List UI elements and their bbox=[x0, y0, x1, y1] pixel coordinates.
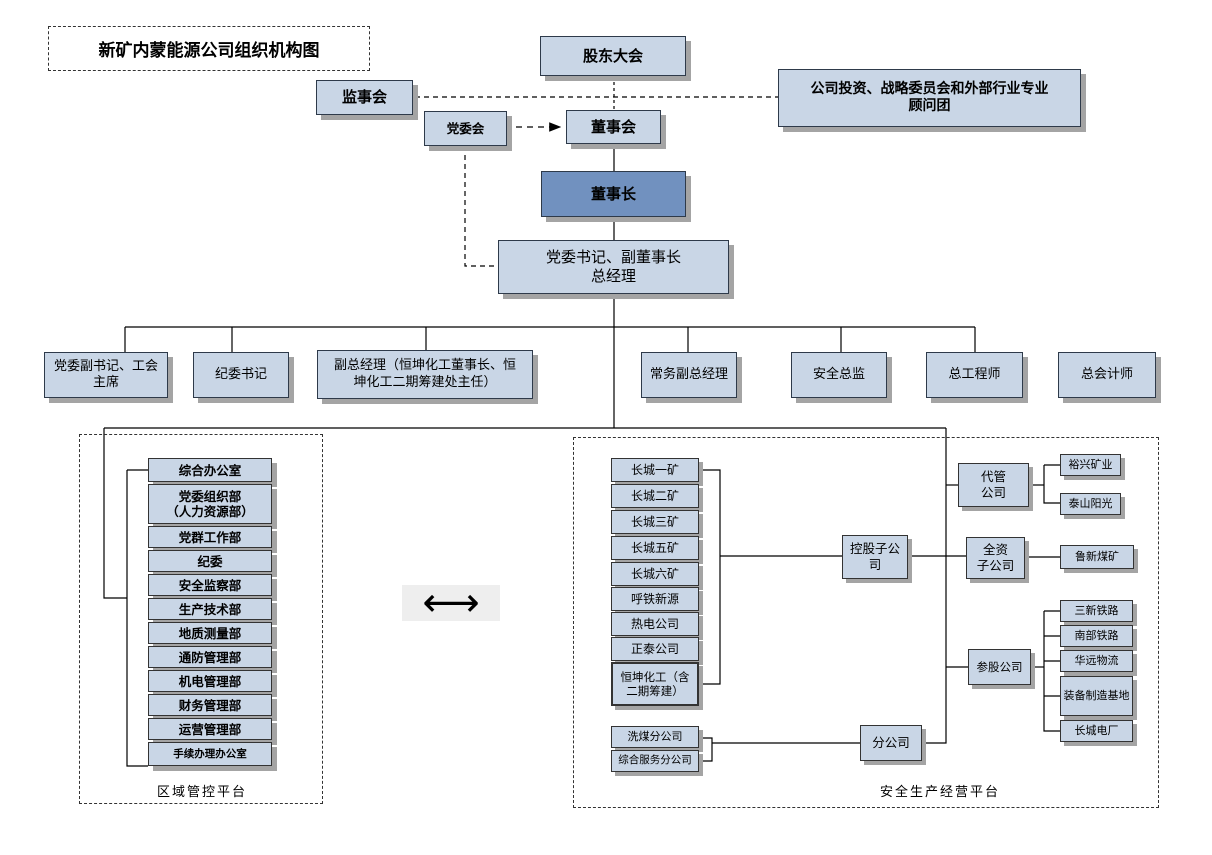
board-of-directors-box: 董事会 bbox=[566, 110, 661, 144]
regional-platform-frame bbox=[79, 434, 323, 804]
arrow-glyph: ⟷ bbox=[422, 580, 480, 626]
shareholding-companies-box: 参股公司 bbox=[968, 649, 1031, 685]
department-box: 手续办理办公室 bbox=[148, 742, 272, 766]
regional-platform-label: 区域管控平台 bbox=[157, 785, 248, 800]
executive-box: 党委副书记、工会 主席 bbox=[44, 352, 168, 398]
share-company-box: 装备制造基地 bbox=[1060, 676, 1133, 716]
wholly-company-box: 鲁新煤矿 bbox=[1060, 545, 1134, 569]
department-box: 党群工作部 bbox=[148, 526, 272, 548]
department-box: 财务管理部 bbox=[148, 694, 272, 716]
strategy-committee-box: 公司投资、战略委员会和外部行业专业 顾问团 bbox=[778, 69, 1081, 127]
dept-bracket bbox=[126, 470, 148, 767]
share-company-box: 南部铁路 bbox=[1060, 625, 1133, 647]
executive-box: 总工程师 bbox=[926, 352, 1023, 398]
subsidiary-box: 正泰公司 bbox=[611, 637, 699, 661]
department-box: 生产技术部 bbox=[148, 598, 272, 620]
share-company-box: 长城电厂 bbox=[1060, 720, 1133, 742]
party-gm-dashed-line bbox=[464, 146, 498, 267]
executive-box: 纪委书记 bbox=[193, 352, 289, 398]
subsidiary-box: 长城三矿 bbox=[611, 510, 699, 534]
department-box: 综合办公室 bbox=[148, 458, 272, 482]
managed-companies-box: 代管 公司 bbox=[958, 463, 1029, 507]
shareholders-meeting-box: 股东大会 bbox=[540, 36, 686, 76]
managed-company-box: 泰山阳光 bbox=[1060, 493, 1121, 515]
right-spine bbox=[922, 428, 947, 744]
subsidiary-box: 长城六矿 bbox=[611, 562, 699, 586]
department-box: 地质测量部 bbox=[148, 622, 272, 644]
department-box: 机电管理部 bbox=[148, 670, 272, 692]
branch-company-box: 洗煤分公司 bbox=[611, 726, 699, 748]
department-box: 安全监察部 bbox=[148, 574, 272, 596]
wholly-owned-box: 全资 子公司 bbox=[966, 537, 1025, 579]
chairman-box: 董事长 bbox=[541, 171, 686, 217]
managed-company-box: 裕兴矿业 bbox=[1060, 454, 1121, 476]
branch-offices-box: 分公司 bbox=[860, 725, 922, 761]
subsidiary-box: 长城二矿 bbox=[611, 484, 699, 508]
executive-box: 安全总监 bbox=[791, 352, 887, 398]
subsidiary-box: 长城五矿 bbox=[611, 536, 699, 560]
bidirectional-arrow-icon: ⟷ bbox=[402, 580, 500, 626]
department-box: 通防管理部 bbox=[148, 646, 272, 668]
executive-box: 副总经理（恒坤化工董事长、恒 坤化工二期筹建处主任） bbox=[317, 350, 533, 399]
share-company-box: 三新铁路 bbox=[1060, 600, 1133, 622]
supervisory-board-box: 监事会 bbox=[316, 80, 413, 115]
branch-bracket bbox=[699, 737, 713, 762]
production-platform-frame bbox=[573, 437, 1159, 808]
subsidiary-box: 呼铁新源 bbox=[611, 587, 699, 611]
branch-company-box: 综合服务分公司 bbox=[611, 750, 699, 772]
party-committee-box: 党委会 bbox=[424, 111, 507, 146]
share-bracket bbox=[1043, 610, 1060, 732]
managed-bracket bbox=[1043, 464, 1060, 504]
department-box: 党委组织部 （人力资源部） bbox=[148, 484, 272, 524]
production-platform-label: 安全生产经营平台 bbox=[880, 785, 1001, 800]
subsidiary-box: 热电公司 bbox=[611, 612, 699, 636]
department-box: 运营管理部 bbox=[148, 718, 272, 740]
subsidiary-box: 长城一矿 bbox=[611, 458, 699, 482]
department-box: 纪委 bbox=[148, 550, 272, 572]
share-company-box: 华远物流 bbox=[1060, 650, 1133, 672]
general-manager-box: 党委书记、副董事长 总经理 bbox=[498, 240, 729, 294]
executive-box: 总会计师 bbox=[1058, 352, 1156, 398]
executive-box: 常务副总经理 bbox=[641, 352, 737, 398]
holding-companies-box: 控股子公 司 bbox=[842, 535, 908, 579]
subsidiary-bracket bbox=[699, 469, 721, 685]
chart-title: 新矿内蒙能源公司组织机构图 bbox=[48, 26, 370, 71]
subsidiary-box: 恒坤化工（含 二期筹建） bbox=[611, 662, 699, 706]
regional-feed bbox=[103, 428, 127, 599]
